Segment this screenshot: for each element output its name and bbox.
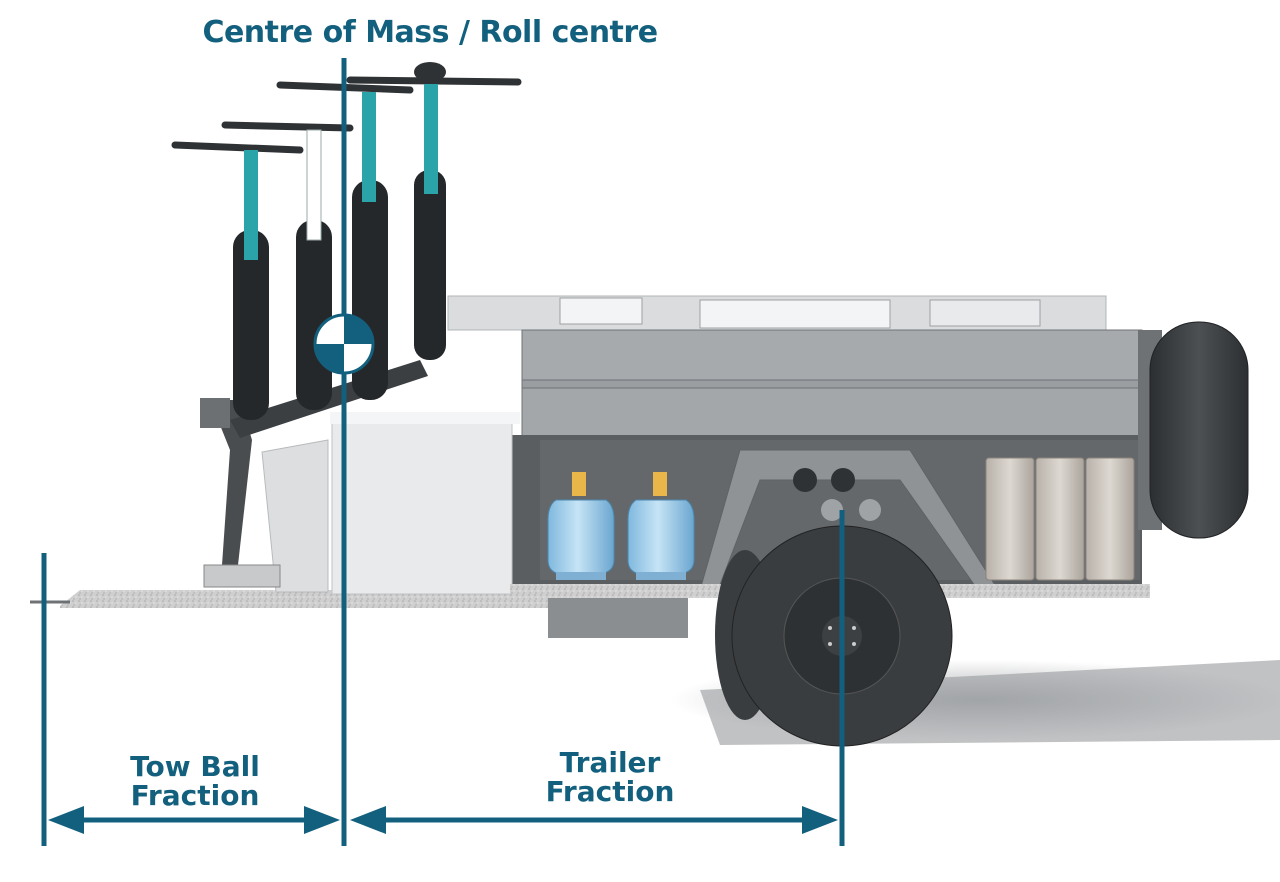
- trailer-fraction-label: Trailer Fraction: [520, 748, 700, 806]
- jerry-can-icon: [985, 457, 1135, 581]
- trailer-label-line1: Trailer: [559, 746, 661, 779]
- tow-ball-fraction-arrow: [48, 806, 340, 834]
- tow-ball-label-line1: Tow Ball: [130, 750, 260, 783]
- tow-ball-fraction-label: Tow Ball Fraction: [105, 752, 285, 810]
- tow-ball-label-line2: Fraction: [130, 779, 260, 812]
- centre-of-mass-icon: [313, 313, 375, 375]
- gas-bottle-icon: [627, 472, 695, 580]
- gas-bottle-icon: [547, 472, 615, 580]
- wheel-icon: [715, 525, 953, 747]
- bicycle-icon: [171, 141, 304, 420]
- diagram-title: Centre of Mass / Roll centre: [202, 15, 658, 50]
- spare-tyre-icon: [1138, 321, 1249, 539]
- trailer-fraction-arrow: [350, 806, 838, 834]
- trailer-label-line2: Fraction: [545, 775, 675, 808]
- bicycle-icon: [346, 62, 522, 360]
